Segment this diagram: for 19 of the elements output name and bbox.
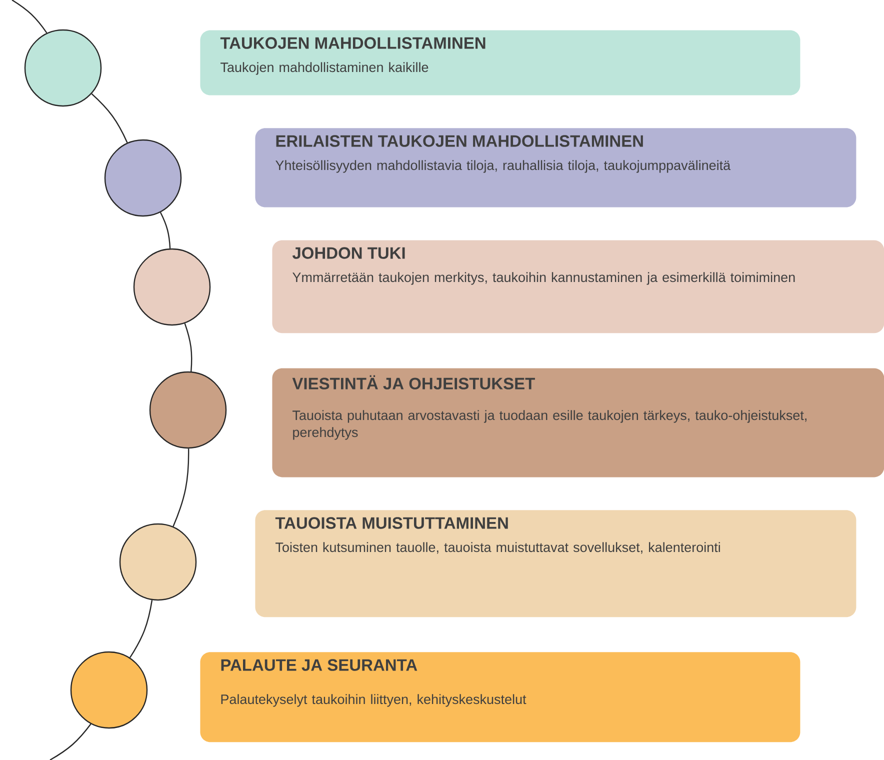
step-box: JOHDON TUKI Ymmärretään taukojen merkitys, taukoihin kannustaminen ja esimerkillä toimiminen — [272, 240, 884, 334]
curve-line — [12, 0, 48, 34]
curve-line — [184, 323, 192, 372]
curve-line — [160, 212, 171, 248]
curve-line — [91, 93, 128, 143]
curve-line — [172, 448, 190, 527]
step-circle — [119, 523, 197, 601]
step-circle — [24, 29, 102, 107]
step-box: TAUOISTA MUISTUTTAMINEN Toisten kutsuminen tauolle, tauoista muistuttavat sovellukset, kalenterointi — [255, 510, 856, 618]
step-box: TAUKOJEN MAHDOLLISTAMINEN Taukojen mahdollistaminen kaikille — [200, 30, 800, 96]
curve-line — [50, 724, 92, 760]
step-box: ERILAISTEN TAUKOJEN MAHDOLLISTAMINEN Yhteisöllisyyden mahdollistavia tiloja, rauhallisia tiloja, taukojumppavälineitä — [255, 128, 856, 208]
step-circle — [70, 651, 148, 729]
step-circle — [149, 371, 227, 449]
step-box: PALAUTE JA SEURANTA Palautekyselyt taukoihin liittyen, kehityskeskustelut — [200, 652, 800, 742]
step-circle — [104, 139, 182, 217]
curve-line — [130, 600, 153, 658]
step-box: VIESTINTÄ JA OHJEISTUKSET Tauoista puhutaan arvostavasti ja tuodaan esille taukojen tärkeys, tauko-ohjeistukset, perehdytys — [272, 368, 884, 478]
step-circle — [133, 248, 211, 326]
